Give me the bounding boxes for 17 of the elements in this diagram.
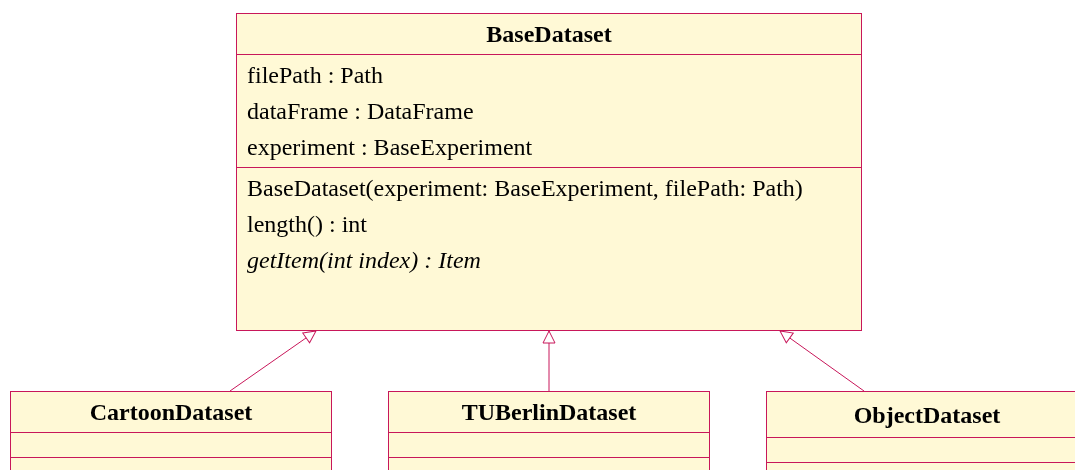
class-member: getItem(int index) : Item <box>246 246 482 275</box>
class-member: experiment : BaseExperiment <box>246 133 534 162</box>
inheritance-arrow <box>779 330 865 392</box>
class-name: TUBerlinDataset <box>389 392 709 433</box>
class-box <box>236 13 862 331</box>
class-member: length() : int <box>246 210 368 239</box>
inheritance-arrow <box>542 330 556 392</box>
class-box <box>766 391 1075 470</box>
method-signature: BaseDataset(experiment: BaseExperiment, filePath: Path) <box>246 174 804 203</box>
class-box <box>388 391 710 470</box>
class-name: ObjectDataset <box>767 392 1075 438</box>
class-name: BaseDataset <box>237 14 861 55</box>
class-name: CartoonDataset <box>11 392 331 433</box>
inheritance-arrow <box>229 330 317 392</box>
class-box <box>10 391 332 470</box>
class-member: filePath : Path <box>246 61 384 90</box>
class-member: dataFrame : DataFrame <box>246 97 475 126</box>
